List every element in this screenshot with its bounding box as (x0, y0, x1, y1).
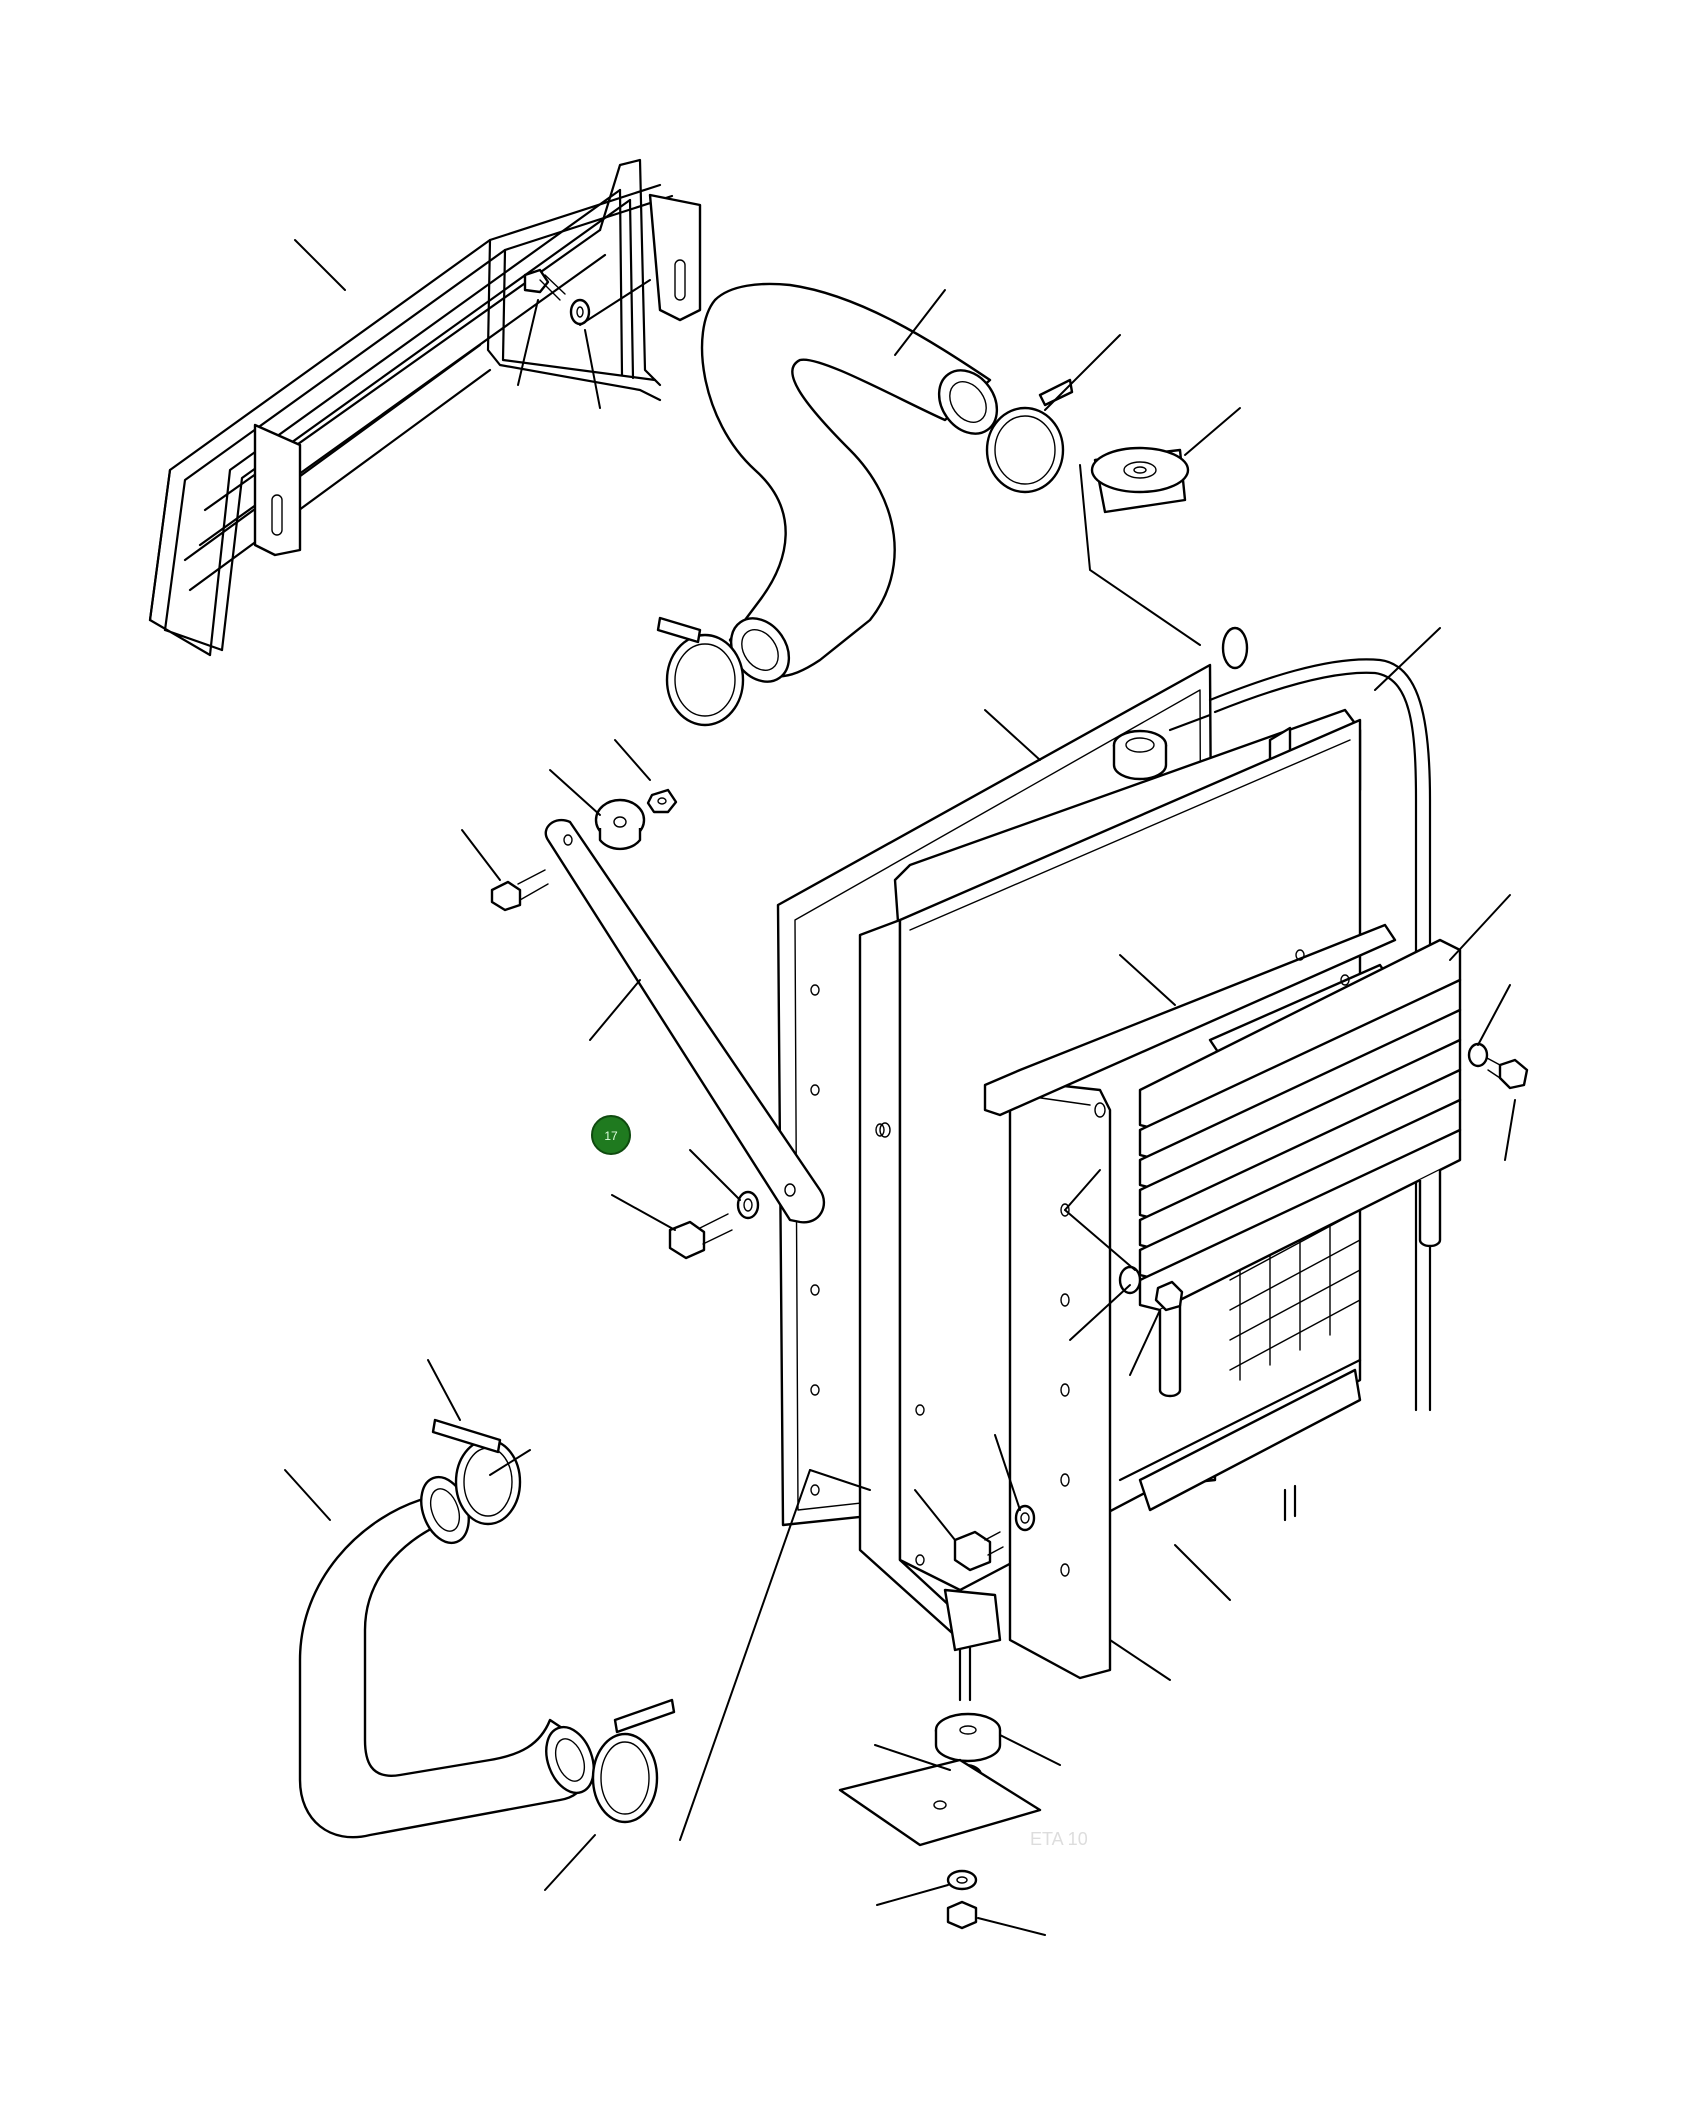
bolt-side-lower (953, 1504, 1036, 1572)
radiator-cap (1090, 446, 1190, 514)
bolt-stay-bottom (668, 1190, 760, 1260)
hose-clamp-lower-bottom (591, 1698, 676, 1824)
callout-leaders (284, 239, 1516, 1936)
upper-hose (700, 282, 999, 683)
wire-guard (148, 158, 702, 657)
hose-clamp-upper-right (985, 378, 1074, 494)
watermark: ETA 10 (1030, 1829, 1088, 1849)
side-bracket (810, 984, 1112, 1680)
hotspot-17-label[interactable]: 17 (604, 1129, 618, 1143)
stay-rod (544, 818, 885, 1224)
hotspot-17[interactable]: 17 (591, 1115, 631, 1155)
hose-clamp-lower-top (431, 1418, 522, 1526)
oil-cooler (983, 923, 1462, 1398)
hotspot-17-dot[interactable] (591, 1115, 631, 1155)
bolt-stay-top (490, 869, 549, 912)
lower-hose (298, 1475, 595, 1839)
bolt-cooler-right (1467, 1042, 1529, 1090)
hose-clamp-upper-left (656, 616, 745, 727)
rubber-bush-and-nut (594, 788, 678, 851)
bottom-mount (838, 1588, 1042, 1930)
